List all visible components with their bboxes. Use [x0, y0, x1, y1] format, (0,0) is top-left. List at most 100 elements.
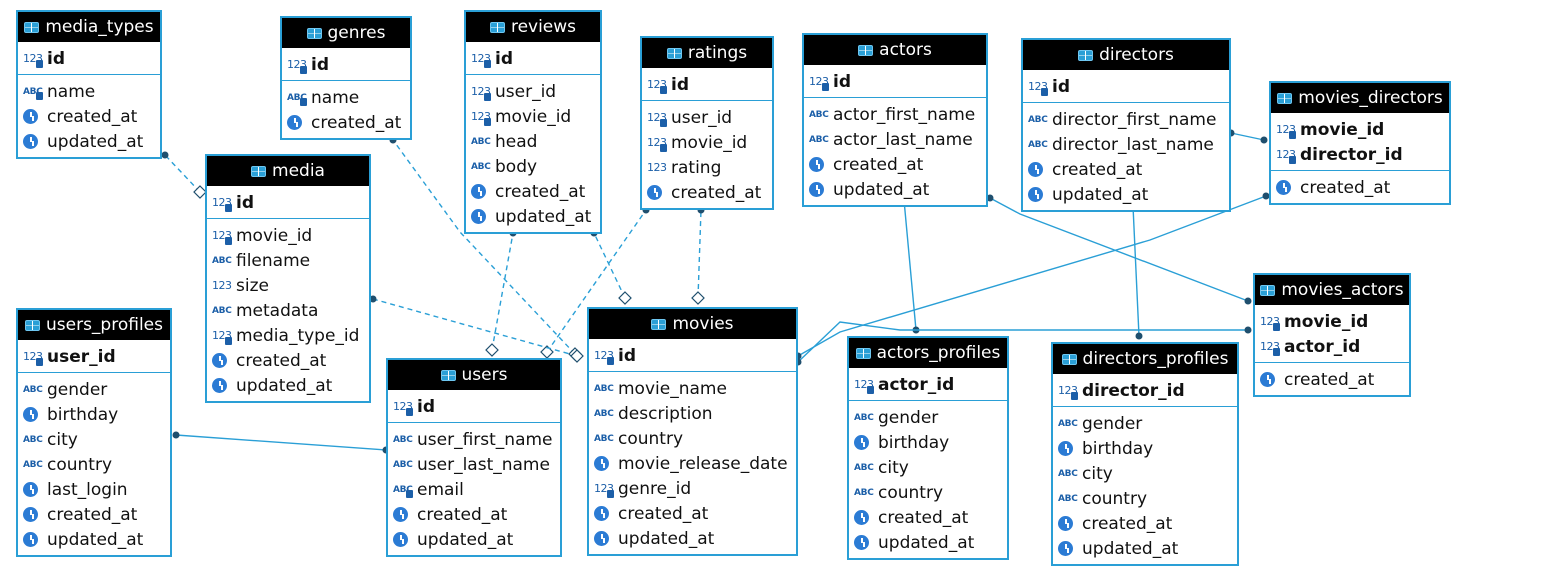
column-row[interactable]: created_at: [1271, 175, 1449, 200]
table-header[interactable]: reviews: [466, 12, 600, 42]
relation-line-directors-profiles-to-directors[interactable]: [1132, 205, 1140, 337]
table-header[interactable]: users_profiles: [18, 310, 170, 340]
column-row[interactable]: updated_at: [388, 527, 560, 552]
column-row[interactable]: updated_at: [466, 204, 600, 229]
column-row[interactable]: created_at: [642, 180, 772, 205]
column-row[interactable]: created_at: [18, 104, 160, 129]
column-row[interactable]: created_at: [1255, 367, 1409, 392]
table-header[interactable]: directors: [1023, 40, 1229, 70]
column-row[interactable]: last_login: [18, 477, 170, 502]
column-row[interactable]: birthday: [18, 402, 170, 427]
table-header[interactable]: directors_profiles: [1053, 344, 1237, 374]
relation-line-movies-directors-to-movies[interactable]: [797, 195, 1267, 357]
column-row[interactable]: birthday: [1053, 436, 1237, 461]
column-row[interactable]: created_at: [388, 502, 560, 527]
table-header[interactable]: movies_directors: [1271, 83, 1449, 113]
table-header[interactable]: actors_profiles: [849, 338, 1007, 368]
table-header[interactable]: movies: [589, 309, 796, 339]
relation-line-movies-actors-to-actors[interactable]: [989, 197, 1249, 302]
table-header[interactable]: ratings: [642, 38, 772, 68]
column-row[interactable]: updated_at: [849, 530, 1007, 555]
column-row[interactable]: birthday: [849, 430, 1007, 455]
column-row[interactable]: created_at: [1023, 157, 1229, 182]
column-row[interactable]: created_at: [849, 505, 1007, 530]
column-row[interactable]: updated_at: [18, 527, 170, 552]
column-row[interactable]: updated_at: [1053, 536, 1237, 561]
table-header[interactable]: users: [388, 360, 560, 390]
table-header[interactable]: media_types: [18, 12, 160, 42]
column-row[interactable]: created_at: [18, 502, 170, 527]
column-row[interactable]: created_at: [589, 501, 796, 526]
relation-line-media-to-media-types[interactable]: [164, 154, 201, 193]
column-row[interactable]: created_at: [207, 348, 369, 373]
table-header[interactable]: movies_actors: [1255, 275, 1409, 305]
column-row[interactable]: updated_at: [1023, 182, 1229, 207]
table-header[interactable]: genres: [282, 18, 410, 48]
column-row[interactable]: updated_at: [589, 526, 796, 551]
relation-line-movies-directors-to-directors[interactable]: [1230, 132, 1265, 141]
column-row[interactable]: created_at: [466, 179, 600, 204]
column-row[interactable]: created_at: [804, 152, 986, 177]
column-row[interactable]: created_at: [282, 110, 410, 135]
column-row[interactable]: updated_at: [18, 129, 160, 154]
column-row[interactable]: updated_at: [804, 177, 986, 202]
table-header[interactable]: actors: [804, 35, 986, 65]
column-row[interactable]: created_at: [1053, 511, 1237, 536]
relation-line-users-to-reviews[interactable]: [491, 232, 514, 351]
